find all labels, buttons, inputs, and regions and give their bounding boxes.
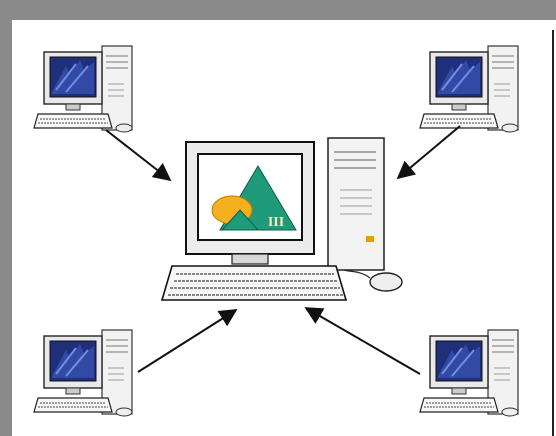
arrow-top-left [105,129,172,182]
central-computer: III [160,137,403,301]
client-top-left [33,45,133,133]
logo-icon: III [211,165,297,231]
frame-left-band [0,0,12,436]
client-top-right [419,45,519,133]
logo-text: III [268,215,284,230]
arrow-top-right [396,125,461,180]
client-bottom-left [33,329,133,417]
frame-top-band [0,0,556,20]
arrow-bottom-right [304,307,421,375]
arrow-bottom-left [137,309,238,373]
client-bottom-right [419,329,519,417]
